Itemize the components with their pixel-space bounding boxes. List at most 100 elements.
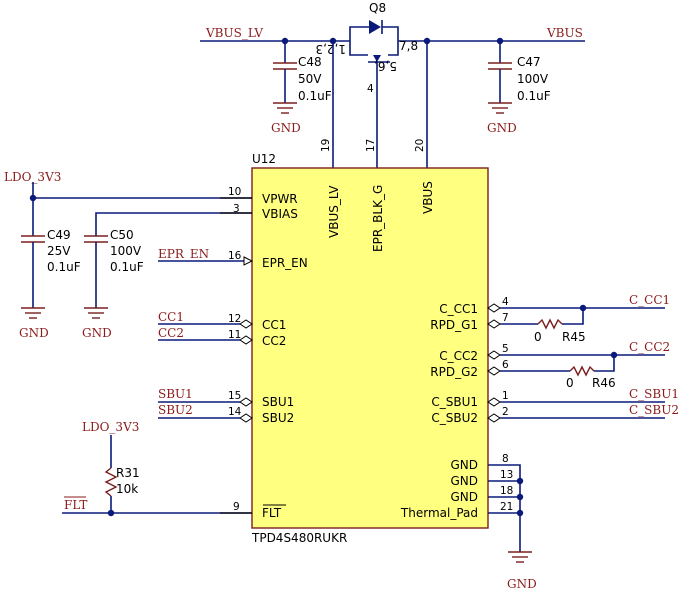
q8-gate-pin: 4 <box>367 83 374 95</box>
pin-number: 10 <box>228 186 241 198</box>
c47-ref: C47 <box>517 55 541 69</box>
diode-icon <box>369 20 381 34</box>
net-label-cc2: CC2 <box>158 326 184 340</box>
left-pin-stubs <box>220 197 252 514</box>
c48-value: 0.1uF <box>298 89 332 103</box>
net-label-c-sbu2: C_SBU2 <box>629 403 679 417</box>
pin-name: EPR_BLK_G <box>371 185 385 252</box>
net-label-sbu1: SBU1 <box>158 387 193 401</box>
pin-name: VBIAS <box>262 207 298 221</box>
right-signals: C_CC1 0 R45 C_CC2 0 R46 C_SBU1 C_SBU2 <box>487 293 679 591</box>
pin-number: 18 <box>500 485 513 497</box>
pin-name: C_CC2 <box>439 349 478 363</box>
net-label-epr-en: EPR_EN <box>158 247 209 261</box>
c48-ref: C48 <box>298 55 322 69</box>
c50-ref: C50 <box>110 228 134 242</box>
pin-number: 5 <box>502 343 509 355</box>
arrow-icon <box>373 55 381 62</box>
pin-name: VBUS <box>421 181 435 214</box>
pin-name: RPD_G2 <box>430 365 478 379</box>
u12-part-number: TPD4S480RUKR <box>251 531 347 545</box>
pin-number: 15 <box>228 390 241 402</box>
gnd-label: GND <box>487 121 517 135</box>
pin-number: 9 <box>233 501 240 513</box>
pin-name: SBU2 <box>262 411 294 425</box>
q8-pins-right: 7,8 <box>399 39 418 53</box>
capacitor-c50: C50 100V 0.1uF GND <box>82 228 144 340</box>
pin-name: Thermal_Pad <box>400 506 478 520</box>
pin-name: GND <box>450 458 478 472</box>
net-label-vbus-lv: VBUS_LV <box>205 26 263 40</box>
r45-value: 0 <box>534 330 542 344</box>
net-label-sbu2: SBU2 <box>158 403 193 417</box>
gnd-label: GND <box>19 326 49 340</box>
r31-value: 10k <box>116 482 138 496</box>
pin-name: SBU1 <box>262 395 294 409</box>
c50-value: 0.1uF <box>110 260 144 274</box>
capacitor-c48: C48 50V 0.1uF GND <box>271 41 332 135</box>
pin-name: C_SBU1 <box>431 395 478 409</box>
r46-value: 0 <box>566 376 574 390</box>
pin-number: 13 <box>500 469 513 481</box>
gnd-label: GND <box>271 121 301 135</box>
c50-voltage: 100V <box>110 244 142 258</box>
c48-voltage: 50V <box>298 72 322 86</box>
pin-number: 19 <box>320 139 332 152</box>
pin-number: 8 <box>502 453 509 465</box>
net-label-cc1: CC1 <box>158 310 184 324</box>
pin-name: EPR_EN <box>262 256 308 270</box>
pin-name: GND <box>450 474 478 488</box>
pin-number: 1 <box>502 390 509 402</box>
top-rail: VBUS_LV VBUS <box>200 26 585 45</box>
capacitor-c47: C47 100V 0.1uF GND <box>487 41 551 135</box>
r46-ref: R46 <box>592 376 616 390</box>
pin-number: 7 <box>502 312 509 324</box>
c49-voltage: 25V <box>47 244 71 258</box>
r31-ref: R31 <box>116 466 140 480</box>
pin-name: C_CC1 <box>439 302 478 316</box>
resistor-r31: LDO_3V3 R31 10k FLT <box>62 420 252 517</box>
ic-u12: U12 TPD4S480RUKR 19 17 20 VBUS_LV EPR_BL… <box>228 139 513 545</box>
q8-ref: Q8 <box>369 1 386 15</box>
net-label-c-cc2: C_CC2 <box>629 340 670 354</box>
pin-number: 6 <box>502 359 509 371</box>
pin-number: 2 <box>502 406 509 418</box>
r45-ref: R45 <box>562 330 586 344</box>
pin-number: 11 <box>228 329 241 341</box>
net-label-c-cc1: C_CC1 <box>629 293 670 307</box>
pin-name: VBUS_LV <box>327 185 341 238</box>
q8-pins-right2: 5,6, <box>374 59 397 73</box>
pin-name: VPWR <box>262 192 298 206</box>
pin-number: 3 <box>233 203 240 215</box>
gnd-label: GND <box>507 577 537 591</box>
q8-pins-left: 1,2,3 <box>315 42 346 56</box>
net-label-ldo-3v3: LDO_3V3 <box>82 420 139 434</box>
pin-number: 17 <box>365 139 377 152</box>
pin-number: 20 <box>414 139 426 152</box>
mosfet-q8: Q8 1,2,3 7,8 5,6, 4 <box>315 1 418 140</box>
pin-number: 12 <box>228 313 241 325</box>
net-label-c-sbu1: C_SBU1 <box>629 387 679 401</box>
pin-number: 4 <box>502 296 509 308</box>
left-signals: EPR_EN CC1 CC2 SBU1 SBU2 <box>158 247 254 423</box>
u12-ref: U12 <box>252 152 276 166</box>
net-label-vbus: VBUS <box>546 26 583 40</box>
net-label-flt: FLT <box>64 498 87 512</box>
c47-value: 0.1uF <box>517 89 551 103</box>
pin-name: CC1 <box>262 318 286 332</box>
pin-name: C_SBU2 <box>431 411 478 425</box>
pin-number: 21 <box>500 501 513 513</box>
pin-name: GND <box>450 490 478 504</box>
capacitor-c49: C49 25V 0.1uF GND <box>19 228 81 340</box>
c49-value: 0.1uF <box>47 260 81 274</box>
c47-voltage: 100V <box>517 72 549 86</box>
pin-number: 16 <box>228 250 242 262</box>
c49-ref: C49 <box>47 228 71 242</box>
pin-name: CC2 <box>262 334 286 348</box>
ic-body <box>251 167 489 529</box>
pin-name: FLT <box>262 506 282 520</box>
pin-number: 14 <box>228 406 242 418</box>
pin-name: RPD_G1 <box>430 318 478 332</box>
net-label-ldo-3v3: LDO_3V3 <box>4 170 61 184</box>
